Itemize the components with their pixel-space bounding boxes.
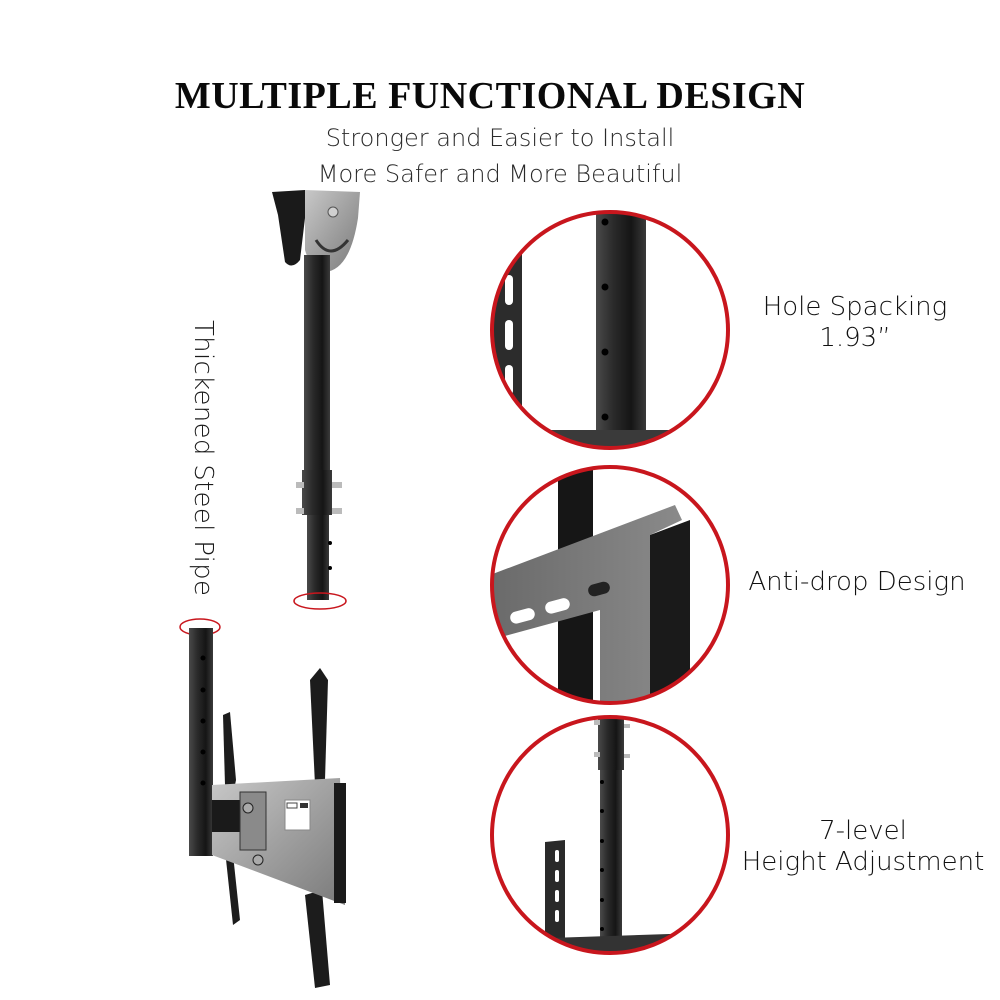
subtitle-line-1: Stronger and Easier to Install xyxy=(325,124,675,152)
lower-pipe xyxy=(189,628,213,856)
detail-ring-2 xyxy=(490,465,730,705)
feature-hole-spacing-value: 1.93” xyxy=(819,323,891,354)
feature-height-adjustment-level: 7-level xyxy=(819,816,907,846)
feature-anti-drop: Anti-drop Design xyxy=(732,567,982,598)
detail-anti-drop xyxy=(492,467,728,703)
subtitle-line-2: More Safer and More Beautiful xyxy=(317,160,683,188)
upper-pipe-end-marker xyxy=(293,592,347,610)
feature-anti-drop-title: Anti-drop Design xyxy=(748,567,966,597)
page-title: MULTIPLE FUNCTIONAL DESIGN xyxy=(174,75,806,117)
feature-hole-spacing: Hole Spacking 1.93” xyxy=(740,292,970,354)
tv-wall-plate xyxy=(212,668,346,988)
ceiling-bracket xyxy=(272,190,360,272)
pipe-label: Thickened Steel Pipe xyxy=(188,320,218,597)
detail-ring-3 xyxy=(490,715,730,955)
feature-height-adjustment: 7-level Height Adjustment xyxy=(728,816,998,878)
upper-pipe xyxy=(304,255,330,485)
feature-height-adjustment-title: Height Adjustment xyxy=(741,847,985,878)
detail-ring-1 xyxy=(490,210,730,450)
feature-hole-spacing-title: Hole Spacking xyxy=(762,292,948,322)
